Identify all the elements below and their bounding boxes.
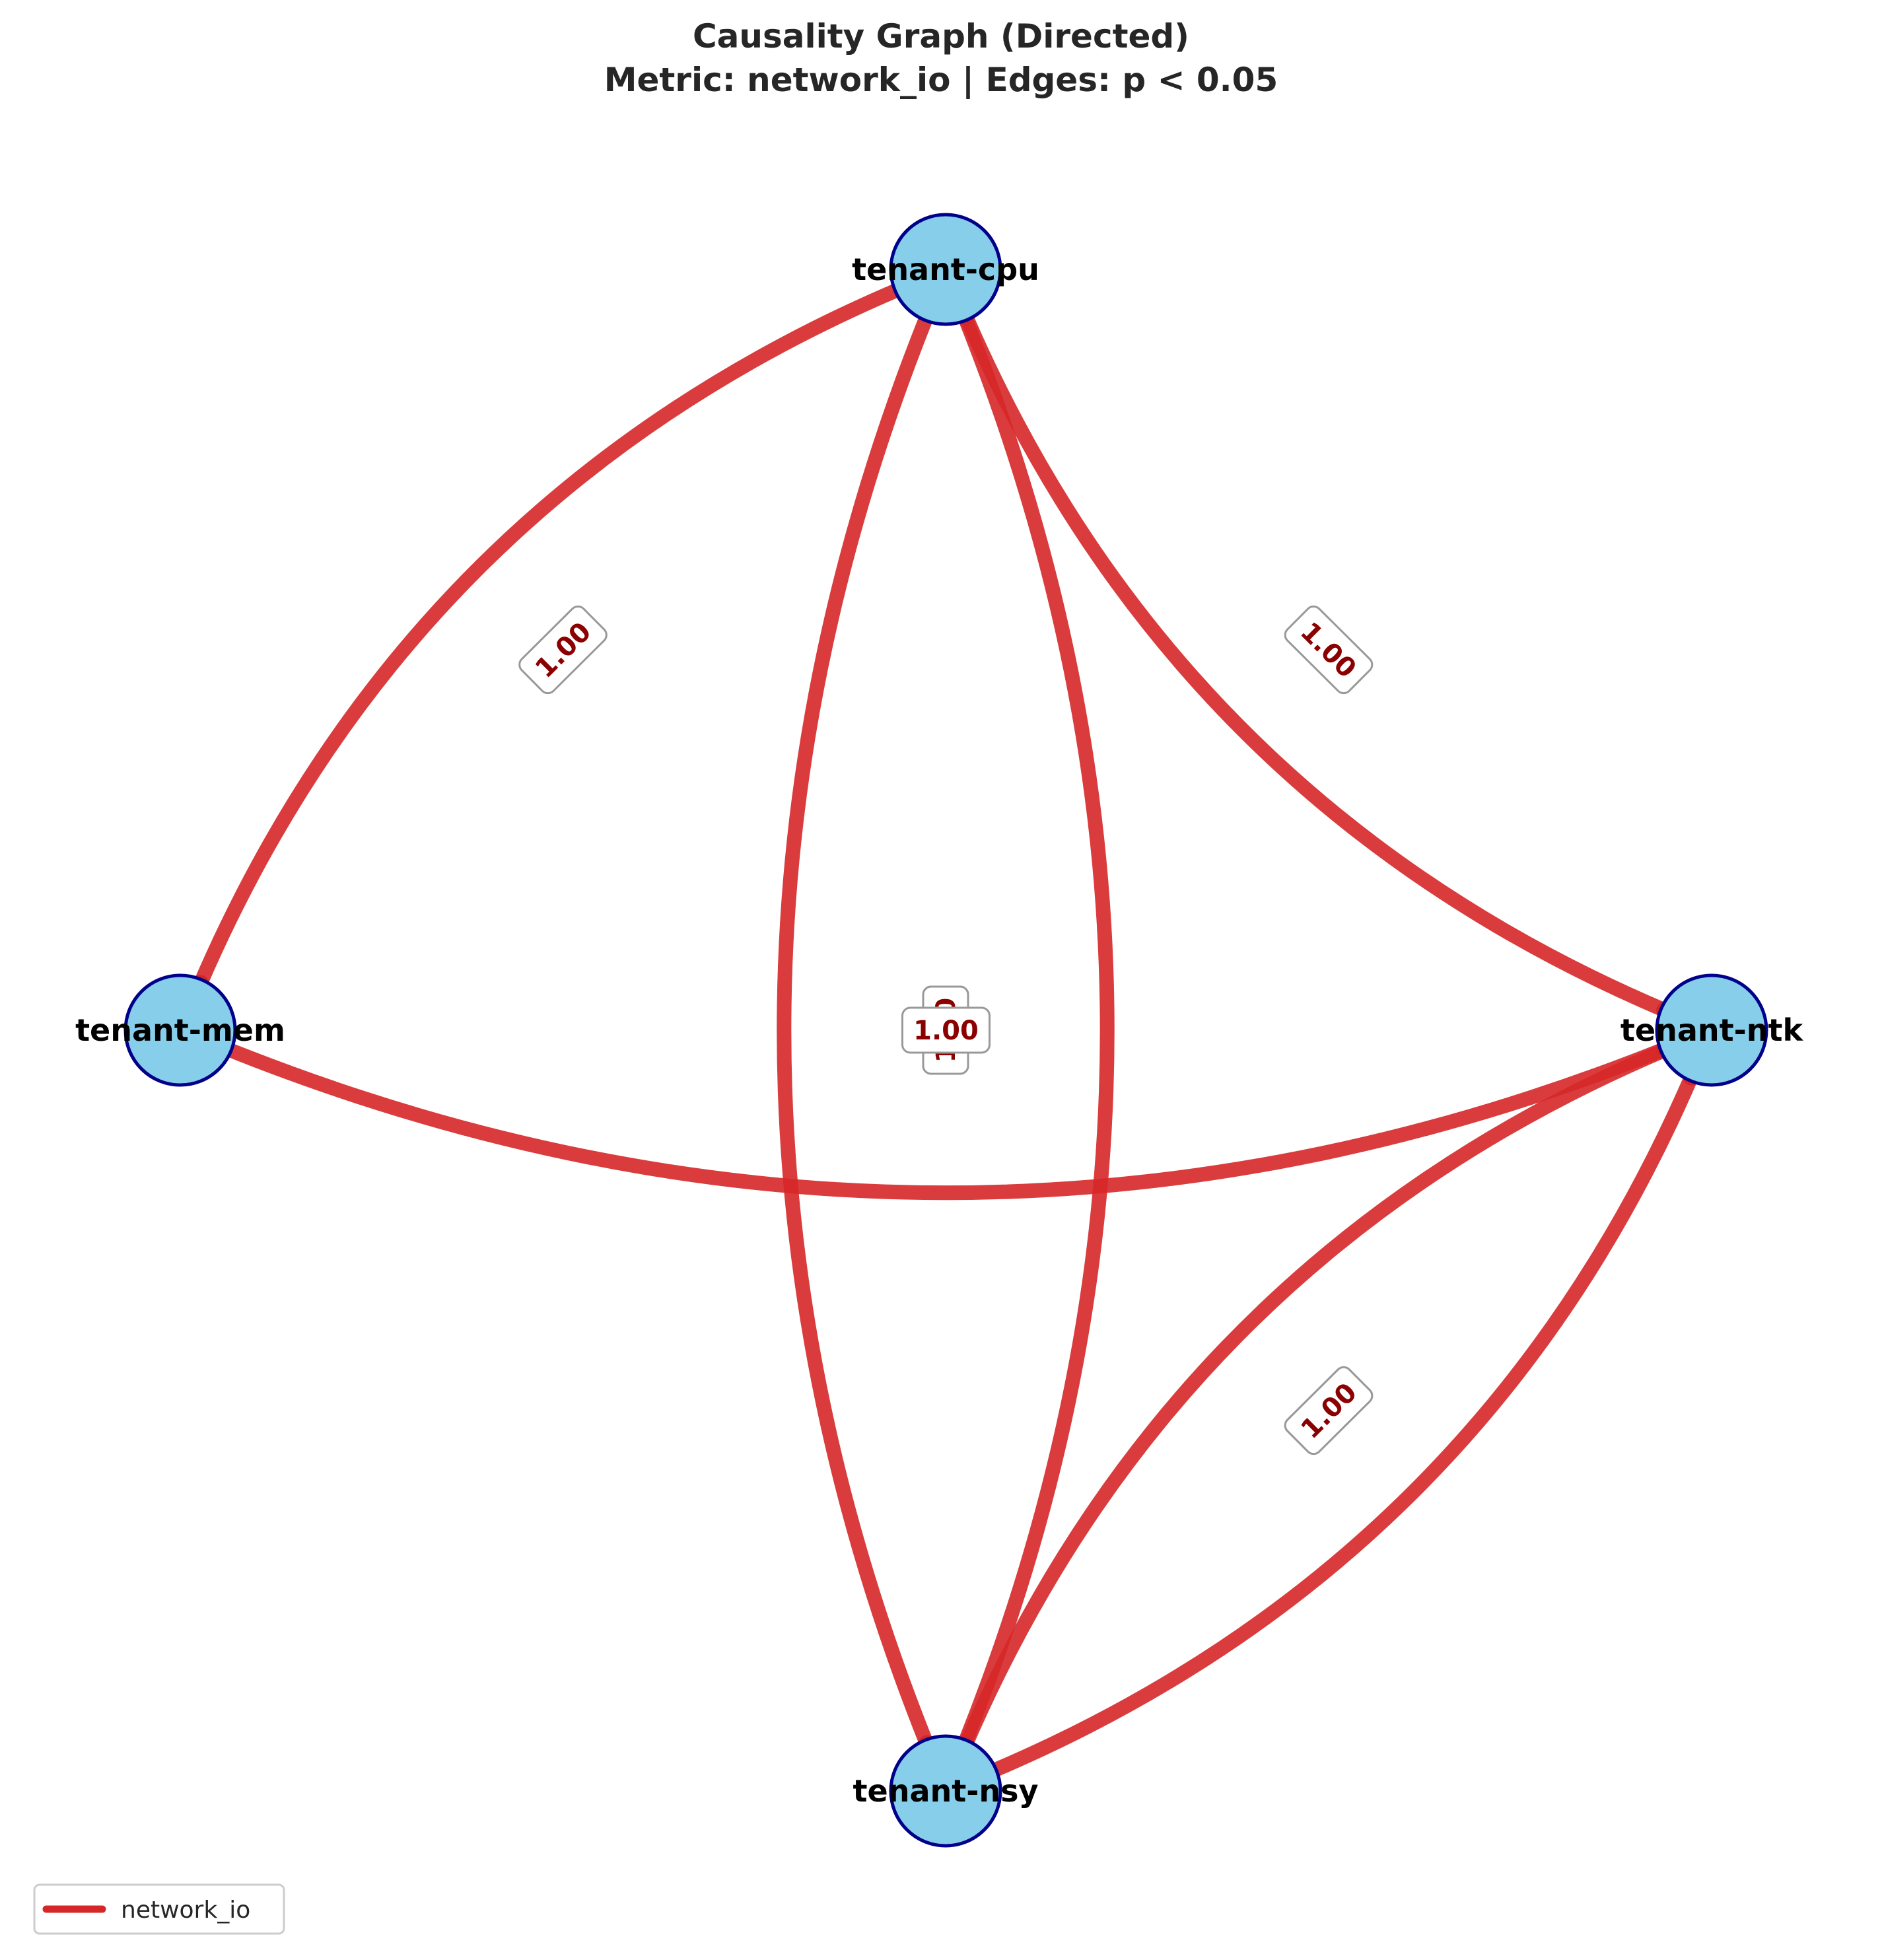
edge-label-box bbox=[1284, 1366, 1374, 1455]
edge-nsy-to-cpu bbox=[957, 309, 1115, 1751]
edge-label-box bbox=[1284, 605, 1374, 695]
legend-label: network_io bbox=[121, 1897, 250, 1924]
node-label: tenant-nsy bbox=[853, 1773, 1039, 1809]
edge-mem-to-ntk bbox=[220, 1041, 1672, 1201]
chart-title-line-2: Metric: network_io | Edges: p < 0.05 bbox=[604, 61, 1278, 99]
edge-cpu-to-ntk bbox=[958, 308, 1673, 1018]
node-label: tenant-mem bbox=[75, 1012, 285, 1048]
node-mem[interactable]: tenant-mem bbox=[75, 973, 285, 1087]
edge-label-value: 1.00 bbox=[913, 1016, 979, 1046]
edges-layer bbox=[192, 282, 1700, 1778]
legend-box bbox=[33, 1883, 285, 1935]
edge-cpu-to-mem bbox=[193, 282, 907, 991]
nodes-layer: tenant-cpu tenant-mem tenant-ntk tenant-nsy bbox=[75, 213, 1804, 1848]
node-circle bbox=[1655, 973, 1768, 1087]
legend: network_io bbox=[33, 1883, 285, 1935]
chart-title-line-1: Causality Graph (Directed) bbox=[693, 17, 1189, 55]
edge-labels-layer: 1.001.001.001.001.001.001.00 bbox=[518, 605, 1374, 1455]
edge-label-mem-to-ntk: 1.00 bbox=[901, 1006, 991, 1054]
node-ntk[interactable]: tenant-ntk bbox=[1621, 973, 1804, 1087]
node-circle bbox=[123, 973, 237, 1087]
edge-nsy-to-ntk bbox=[985, 1069, 1699, 1778]
edge-label-cpu-to-ntk: 1.00 bbox=[1284, 605, 1374, 695]
node-label: tenant-ntk bbox=[1621, 1012, 1804, 1048]
node-circle bbox=[889, 1734, 1002, 1848]
node-nsy[interactable]: tenant-nsy bbox=[853, 1734, 1039, 1848]
edge-label-box bbox=[518, 605, 608, 695]
node-label: tenant-cpu bbox=[852, 252, 1039, 287]
edge-label-cpu-to-mem: 1.00 bbox=[518, 605, 608, 695]
edge-ntk-to-nsy bbox=[958, 1043, 1673, 1752]
edge-label-nsy-to-ntk: 1.00 bbox=[1284, 1366, 1374, 1455]
edge-label-box bbox=[901, 1006, 991, 1054]
node-circle bbox=[889, 213, 1002, 326]
edge-cpu-to-nsy bbox=[777, 309, 934, 1751]
node-cpu[interactable]: tenant-cpu bbox=[852, 213, 1039, 326]
